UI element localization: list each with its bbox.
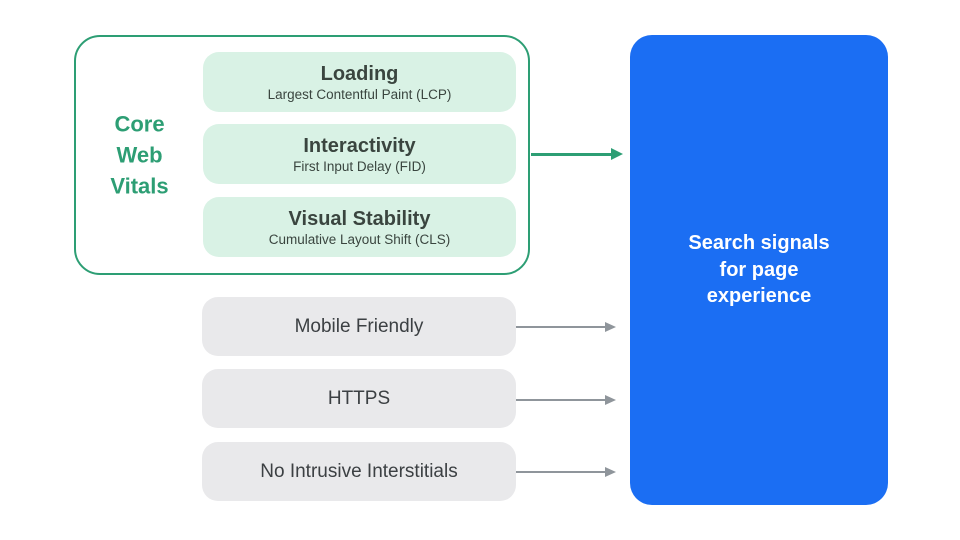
no-intrusive-interstitials-arrow xyxy=(516,471,606,473)
signal-label: No Intrusive Interstitials xyxy=(260,460,458,482)
signal-box-mobile-friendly: Mobile Friendly xyxy=(202,297,516,356)
core-web-vitals-arrow xyxy=(531,153,612,156)
signal-box-no-intrusive-interstitials: No Intrusive Interstitials xyxy=(202,442,516,501)
vital-box-interactivity: Interactivity First Input Delay (FID) xyxy=(203,124,516,184)
core-web-vitals-arrowhead-icon xyxy=(611,148,623,160)
vital-subtitle: Largest Contentful Paint (LCP) xyxy=(267,86,452,102)
core-web-vitals-label: Core Web Vitals xyxy=(76,109,203,202)
no-intrusive-interstitials-arrowhead-icon xyxy=(605,466,616,477)
vital-box-loading: Loading Largest Contentful Paint (LCP) xyxy=(203,52,516,112)
vital-title: Loading xyxy=(320,62,399,85)
core-web-vitals-label-line2: Web xyxy=(116,142,163,168)
mobile-friendly-arrow xyxy=(516,326,606,328)
signal-label: HTTPS xyxy=(327,387,391,409)
vital-title: Visual Stability xyxy=(288,207,431,230)
result-label-line1: Search signals xyxy=(688,232,830,255)
result-label-line2: for page xyxy=(719,258,799,281)
signal-box-https: HTTPS xyxy=(202,369,516,428)
https-arrowhead-icon xyxy=(605,394,616,405)
core-web-vitals-group: Core Web Vitals Loading Largest Contentf… xyxy=(74,35,530,275)
core-web-vitals-label-line3: Vitals xyxy=(110,173,169,199)
core-web-vitals-label-line1: Core xyxy=(114,111,165,137)
vital-title: Interactivity xyxy=(303,134,416,157)
mobile-friendly-arrowhead-icon xyxy=(605,321,616,332)
https-arrow xyxy=(516,399,606,401)
signal-label: Mobile Friendly xyxy=(294,315,424,337)
vital-subtitle: First Input Delay (FID) xyxy=(293,158,426,174)
search-signals-result-box: Search signals for page experience xyxy=(630,35,888,505)
vital-box-visual-stability: Visual Stability Cumulative Layout Shift… xyxy=(203,197,516,257)
vital-subtitle: Cumulative Layout Shift (CLS) xyxy=(268,231,451,247)
result-label-line3: experience xyxy=(706,285,812,308)
